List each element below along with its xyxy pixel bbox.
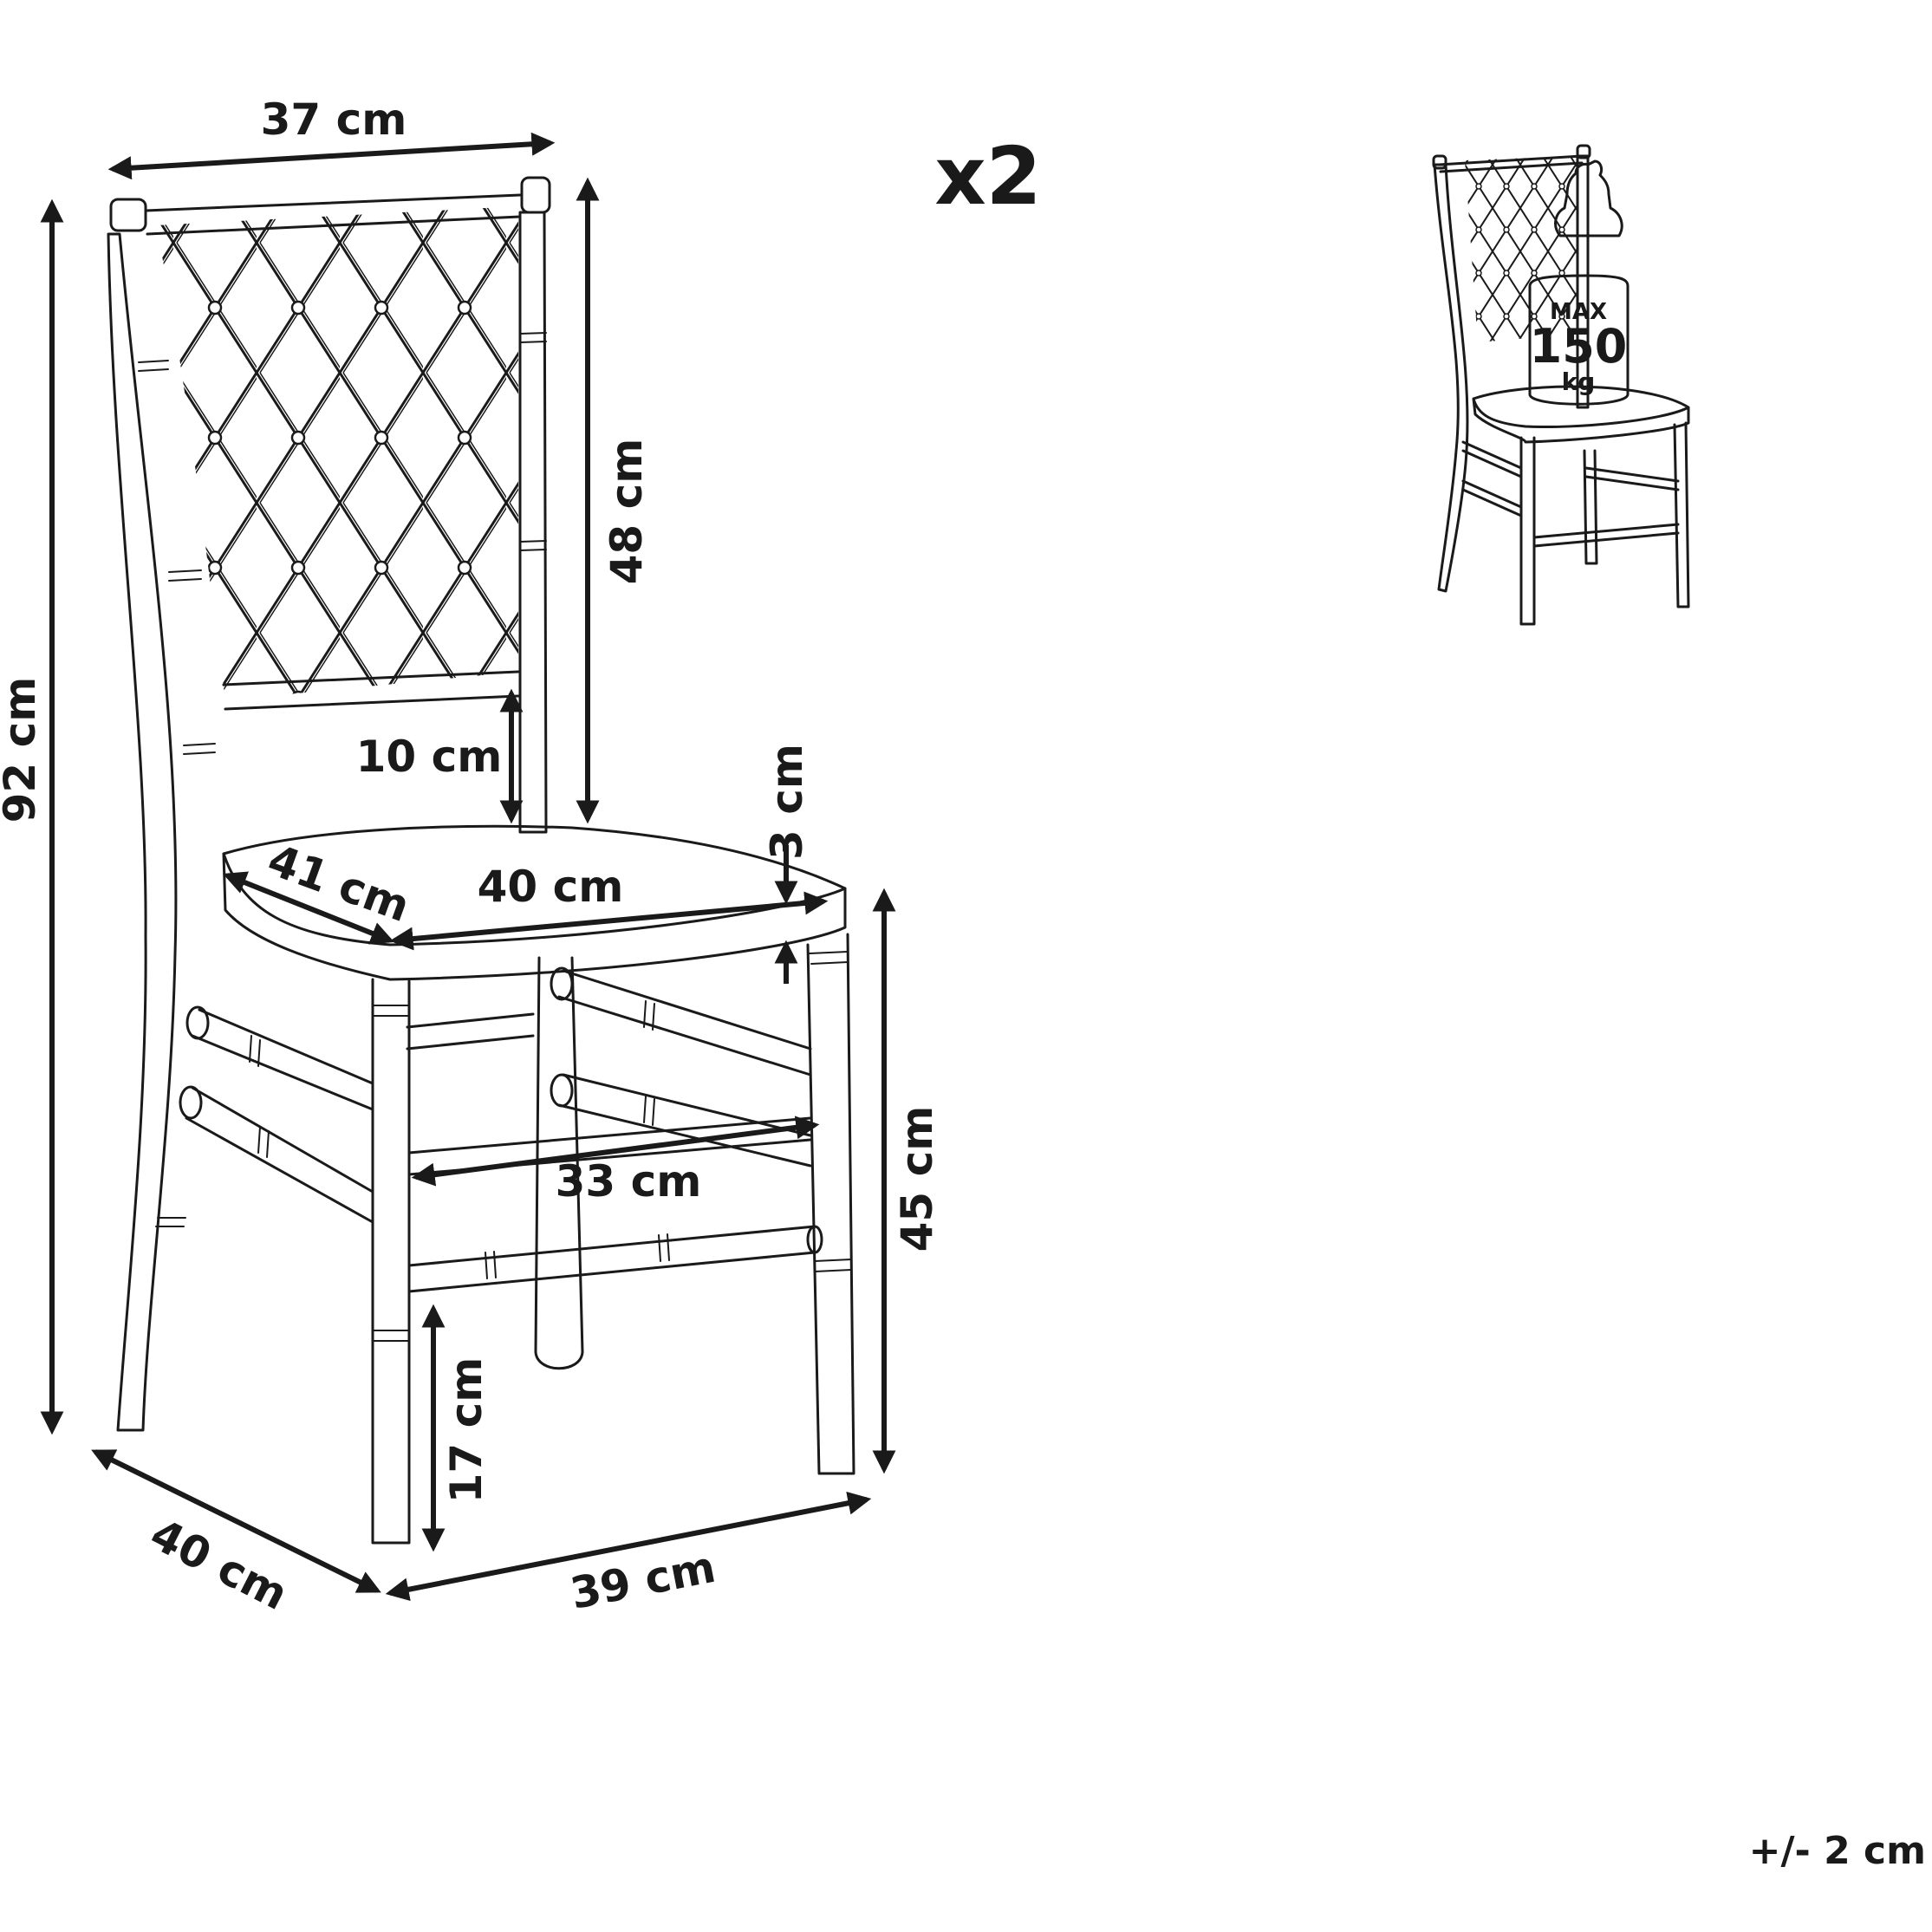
front-stretcher [407,1225,816,1293]
front-right-leg [806,933,855,1475]
stretcher-height-label: 17 cm [441,1357,491,1504]
dimension-arrows [40,132,896,1602]
back-right-finial [520,176,551,214]
small-back-lattice [1465,156,1577,342]
stretcher-width-label: 33 cm [556,1156,702,1207]
small-top-rail [1437,154,1584,173]
small-back-left-post [1433,163,1469,593]
base-width-arrow [385,1491,872,1602]
tolerance-label: +/- 2 cm [1749,1829,1926,1873]
top-rail [144,193,522,236]
back-gap-label: 10 cm [356,732,503,782]
quantity-label: x2 [934,130,1041,223]
total-height-label: 92 cm [0,677,45,823]
seat-thickness-label: 3 cm [762,744,812,860]
rear-right-leg [534,956,584,1370]
back-left-finial [109,198,147,232]
chair-drawing [107,176,855,1545]
small-front-left-leg [1519,436,1536,626]
back-right-post [518,211,548,834]
load-value-label: 150 [1530,319,1628,374]
seat-depth-arrow [222,871,395,945]
seat-height-label: 45 cm [892,1106,942,1252]
load-unit-label: kg [1562,368,1596,396]
back-width-arrow [107,132,556,180]
small-rear-leg [1583,449,1598,565]
back-width-label: 37 cm [261,94,407,145]
weight-block [1528,274,1630,406]
seat-width-arrow [389,891,829,951]
small-front-right-leg [1673,421,1690,608]
load-capacity-illustration: MAX 150 kg [1432,144,1690,626]
small-stretchers [1461,440,1680,548]
weight-bottle [1554,159,1623,237]
back-stretcher [406,1012,535,1051]
front-left-leg [371,978,411,1545]
right-upper-stretcher [557,969,812,1077]
load-max-label: MAX [1550,299,1607,325]
small-back-right-post [1576,154,1590,409]
back-height-label: 48 cm [602,439,652,585]
base-depth-arrow [91,1449,381,1593]
back-lattice [156,206,518,700]
left-lower-stretcher [185,1086,374,1224]
seat-width-label: 40 cm [478,862,624,912]
back-left-post [107,232,178,1432]
small-seat [1472,385,1690,444]
stretcher-width-arrow [411,1116,820,1187]
left-upper-stretcher [191,1008,374,1111]
back-bottom-rail [222,670,520,711]
base-depth-label: 40 cm [142,1509,296,1620]
